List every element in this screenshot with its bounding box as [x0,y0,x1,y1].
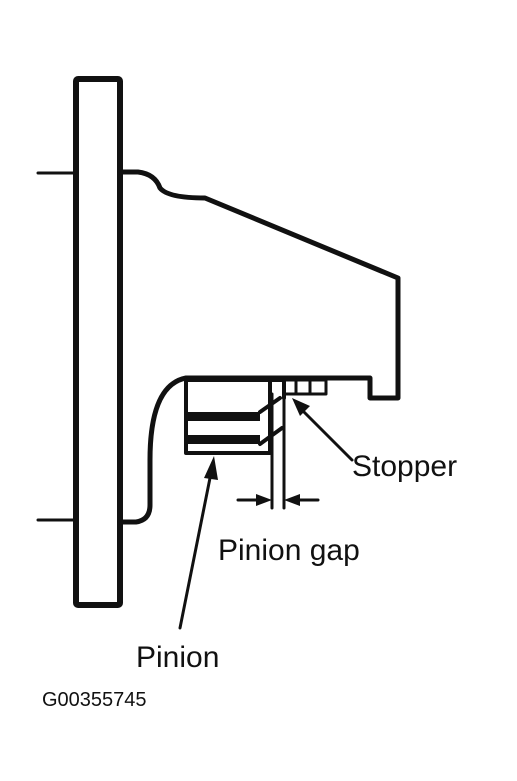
pinion-tooth-lower [186,435,260,444]
gap-arrowhead-right [284,494,300,506]
gap-arrowhead-left [256,494,272,506]
pinion-leader [178,466,214,630]
mounting-flange [73,76,123,608]
pinion-gap-label: Pinion gap [218,534,360,567]
stopper-leader [296,404,354,462]
figure-code: G00355745 [42,689,147,711]
pinion-arrowhead [204,456,218,480]
stopper-label: Stopper [352,450,457,483]
stopper-arrowhead [292,398,310,416]
pinion-label: Pinion [136,641,219,674]
pinion-tooth-upper [186,412,260,421]
stopper-collar [282,378,328,396]
